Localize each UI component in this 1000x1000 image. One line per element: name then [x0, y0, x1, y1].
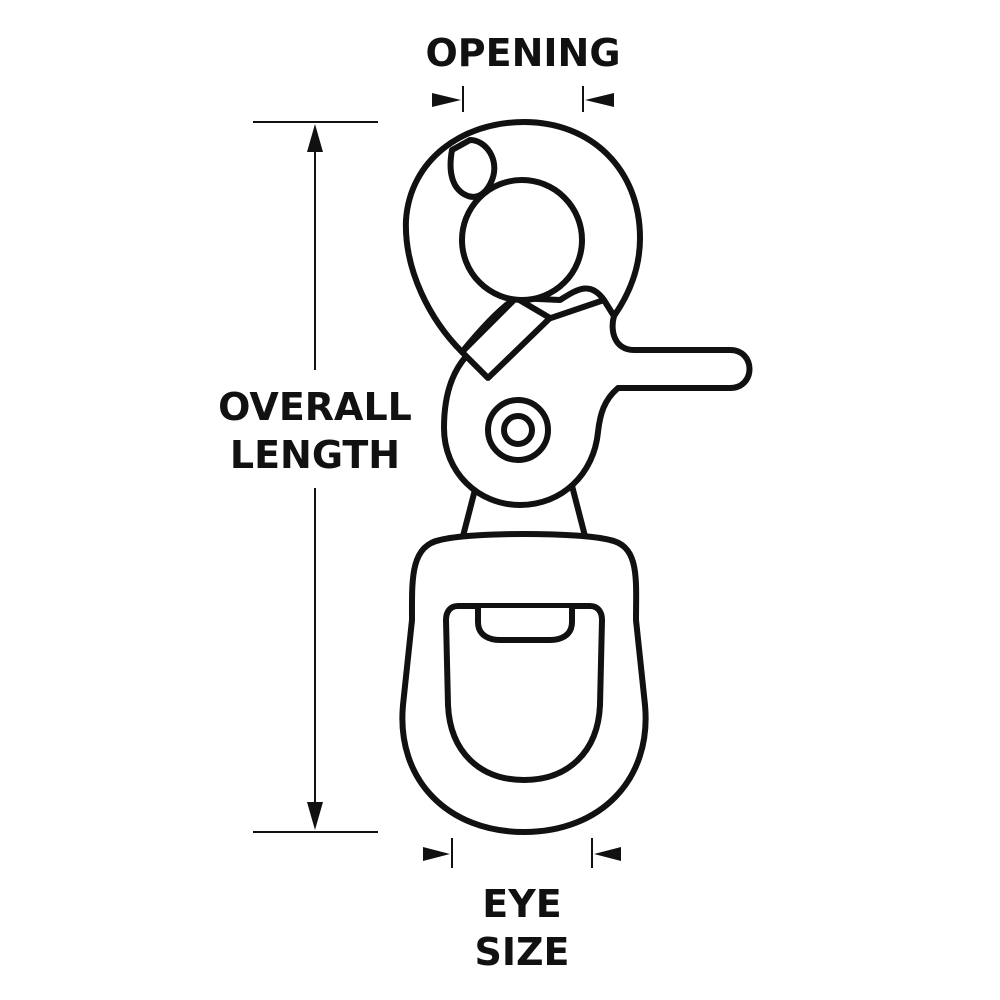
snap-shackle-illustration	[399, 119, 753, 835]
pivot-pin-inner	[501, 413, 535, 447]
overall-length-arrow-up	[307, 124, 323, 152]
opening-dimension: OPENING	[425, 31, 621, 112]
eye-size-label-line1: EYE	[482, 882, 561, 926]
hook-inner-opening	[459, 177, 585, 303]
hook-tip	[447, 137, 498, 200]
overall-length-label-line1: OVERALL	[218, 385, 412, 429]
eye-size-dimension: EYE SIZE	[423, 838, 621, 974]
opening-arrow-right	[585, 93, 614, 107]
eye-size-label-line2: SIZE	[474, 930, 569, 974]
opening-arrow-left	[432, 93, 461, 107]
eye-opening-ledge	[475, 605, 575, 643]
opening-label: OPENING	[425, 31, 620, 75]
overall-length-label-line2: LENGTH	[230, 433, 400, 477]
overall-length-dimension: OVERALL LENGTH	[218, 121, 412, 833]
eye-size-arrow-right	[594, 847, 621, 861]
eye-size-arrow-left	[423, 847, 450, 861]
overall-length-arrow-down	[307, 802, 323, 830]
swivel-eye-opening	[443, 603, 605, 783]
